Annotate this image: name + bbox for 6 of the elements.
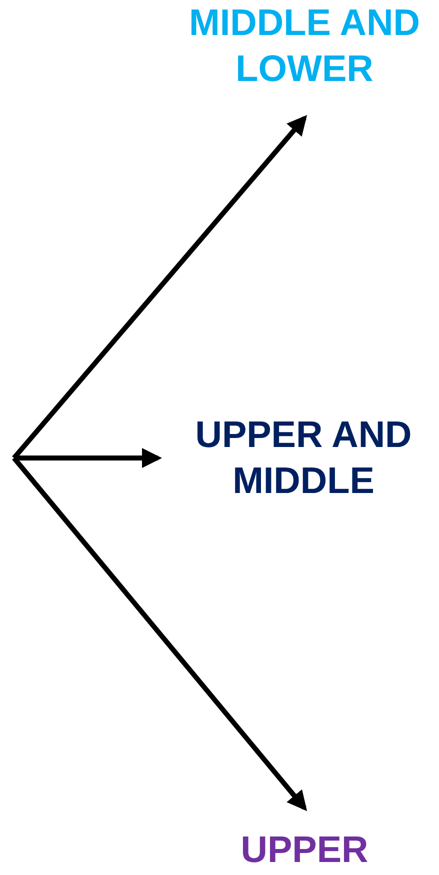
arrow (12, 456, 308, 812)
arrow (14, 448, 162, 468)
category-label: MIDDLE AND LOWER (170, 0, 439, 118)
category-label: UPPER AND MIDDLE (158, 412, 439, 504)
category-label: UPPER (170, 808, 439, 872)
arrow (12, 114, 308, 460)
